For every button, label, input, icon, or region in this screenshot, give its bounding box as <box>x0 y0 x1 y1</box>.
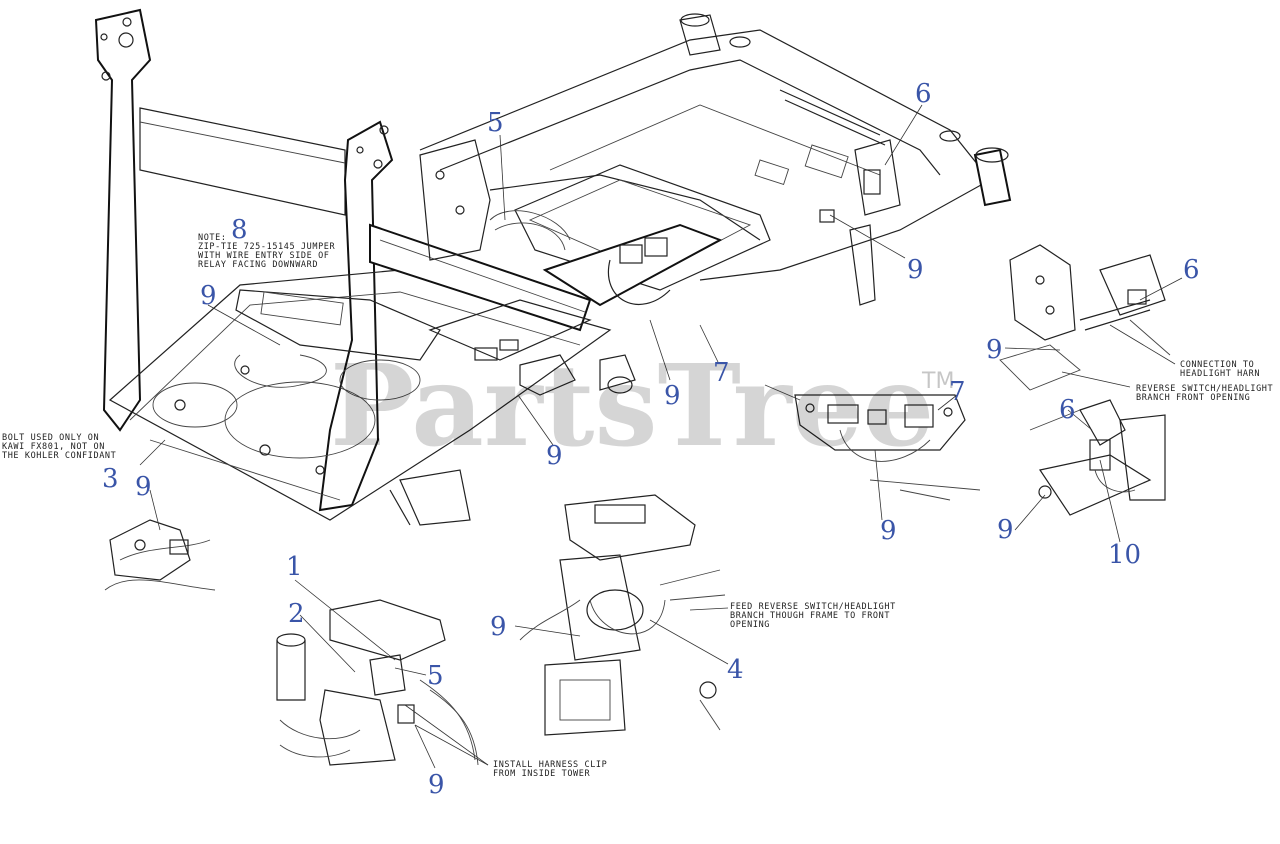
note-8-line-2: ZIP-TIE 725-15145 JUMPER <box>198 242 336 252</box>
callout-6-inset-top: 6 <box>1183 255 1200 285</box>
watermark-trademark: TM <box>921 369 954 394</box>
inset-detail-tower <box>276 599 479 766</box>
note-8-line-4: RELAY FACING DOWNWARD <box>198 260 318 270</box>
note-bolt-line-1: BOLT USED ONLY ON <box>2 433 99 443</box>
callout-5-main: 5 <box>487 108 504 138</box>
callout-4: 4 <box>727 655 744 685</box>
note-reverse-switch: REVERSE SWITCH/HEADLIGHT BRANCH FRONT OP… <box>1136 384 1273 403</box>
callout-6-main: 6 <box>915 79 932 109</box>
callout-8: 8 <box>231 215 248 245</box>
note-bolt-line-3: THE KOHLER CONFIDANT <box>2 451 116 461</box>
inset-detail-lower-left <box>104 519 216 591</box>
callout-2: 2 <box>288 599 305 629</box>
callout-10: 10 <box>1108 540 1141 570</box>
main-frame-assembly <box>94 8 1012 526</box>
note-bolt-line-2: KAWI FX801, NOT ON <box>2 442 105 452</box>
watermark-text: PartsTree <box>330 341 934 472</box>
callout-numbers: 8 5 6 9 9 7 9 9 3 9 1 2 5 9 9 4 7 9 6 9 … <box>102 79 1200 800</box>
callout-3: 3 <box>102 464 119 494</box>
callout-1: 1 <box>286 552 303 582</box>
inset-detail-relay-panel <box>764 384 981 501</box>
inset-detail-lower-right <box>1029 399 1166 516</box>
callout-9-lower-center: 9 <box>546 441 563 471</box>
note-feed-line-3: OPENING <box>730 620 770 630</box>
note-install-line-2: FROM INSIDE TOWER <box>493 769 590 779</box>
callout-9-inset-left: 9 <box>135 472 152 502</box>
note-8-line-3: WITH WIRE ENTRY SIDE OF <box>198 251 330 261</box>
callout-6-inset-lower: 6 <box>1059 395 1076 425</box>
note-feed: FEED REVERSE SWITCH/HEADLIGHT BRANCH THO… <box>730 602 896 630</box>
callout-7-main: 7 <box>713 358 730 388</box>
note-install-clip: INSTALL HARNESS CLIP FROM INSIDE TOWER <box>493 760 607 779</box>
callout-9-inset-tower: 9 <box>428 770 445 800</box>
note-feed-line-2: BRANCH THOUGH FRAME TO FRONT <box>730 611 890 621</box>
note-connection-line-1: CONNECTION TO <box>1180 360 1254 370</box>
callout-9-inset-relay: 9 <box>880 516 897 546</box>
callout-9-inset-top: 9 <box>986 335 1003 365</box>
callout-9-left-deck: 9 <box>200 281 217 311</box>
callout-9-inset-center: 9 <box>490 612 507 642</box>
note-8-line-1: NOTE: <box>198 233 227 243</box>
note-zip-tie: NOTE: ZIP-TIE 725-15145 JUMPER WITH WIRE… <box>198 233 336 270</box>
callout-9-inset-lower: 9 <box>997 515 1014 545</box>
note-bolt: BOLT USED ONLY ON KAWI FX801, NOT ON THE… <box>2 433 116 461</box>
inset-detail-center <box>519 494 726 736</box>
note-reverse-line-2: BRANCH FRONT OPENING <box>1136 393 1250 403</box>
inset-detail-top-right <box>999 244 1171 391</box>
note-install-line-1: INSTALL HARNESS CLIP <box>493 760 607 770</box>
note-feed-line-1: FEED REVERSE SWITCH/HEADLIGHT <box>730 602 896 612</box>
callout-9-relay-right: 9 <box>907 255 924 285</box>
note-reverse-line-1: REVERSE SWITCH/HEADLIGHT <box>1136 384 1273 394</box>
leader-lines <box>139 104 1183 769</box>
note-connection: CONNECTION TO HEADLIGHT HARN <box>1180 360 1260 379</box>
callout-7-inset: 7 <box>949 377 966 407</box>
note-connection-line-2: HEADLIGHT HARN <box>1180 369 1260 379</box>
watermark: PartsTree TM <box>330 341 954 472</box>
callout-5-inset: 5 <box>427 661 444 691</box>
callout-9-center: 9 <box>664 381 681 411</box>
